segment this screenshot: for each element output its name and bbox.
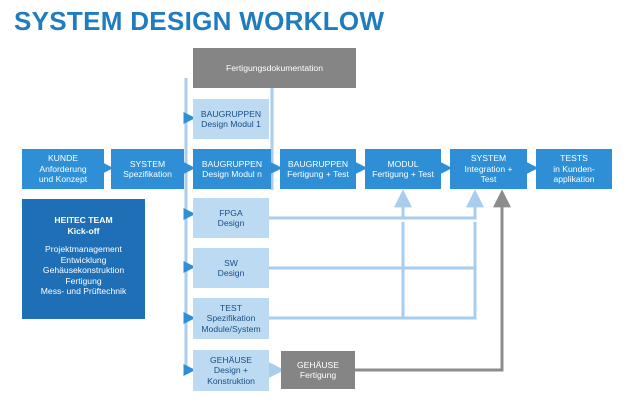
node-gehaeuse-design: GEHÄUSE Design + Konstruktion bbox=[193, 350, 269, 391]
team-item: Projektmanagement bbox=[45, 244, 122, 254]
diagram-title: SYSTEM DESIGN WORKLOW bbox=[14, 6, 385, 36]
feedback-line bbox=[403, 268, 477, 320]
heitec-team-box: HEITEC TEAM Kick-off Projektmanagement E… bbox=[22, 199, 145, 319]
node-baugruppen-modul-1: BAUGRUPPEN Design Modul 1 bbox=[193, 99, 269, 139]
node-fertigungsdokumentation: Fertigungsdokumentation bbox=[193, 48, 356, 88]
gray-feedback-line bbox=[355, 189, 511, 372]
node-gehaeuse-fertigung: GEHÄUSE Fertigung bbox=[281, 351, 355, 389]
feedback-line bbox=[269, 189, 412, 220]
feedback-line bbox=[269, 222, 405, 270]
node-test-spezifikation: TEST Spezifikation Module/System bbox=[193, 298, 269, 339]
team-item: Mess- und Prüftechnik bbox=[40, 286, 127, 296]
feedback-line bbox=[403, 189, 484, 220]
node-sw: SW Design bbox=[193, 248, 269, 288]
team-item: Gehäusekonstruktion bbox=[42, 265, 125, 275]
node-system-spezifikation: SYSTEM Spezifikation bbox=[111, 149, 184, 189]
feedback-line bbox=[269, 268, 405, 320]
node-system-integration: SYSTEM Integration + Test bbox=[450, 149, 527, 189]
team-item: Entwicklung bbox=[60, 254, 107, 265]
team-heading: HEITEC TEAM Kick-off bbox=[54, 215, 113, 236]
node-fpga: FPGA Design bbox=[193, 198, 269, 238]
feedback-line bbox=[403, 222, 477, 270]
node-modul: MODUL Fertigung + Test bbox=[365, 149, 441, 189]
node-baugruppen-fertigung: BAUGRUPPEN Fertigung + Test bbox=[280, 149, 356, 189]
team-item: Fertigung bbox=[65, 275, 102, 286]
node-tests: TESTS in Kunden- applikation bbox=[536, 149, 612, 189]
node-baugruppen-modul-n: BAUGRUPPEN Design Modul n bbox=[193, 149, 271, 189]
node-kunde: KUNDE Anforderung und Konzept bbox=[22, 149, 104, 189]
